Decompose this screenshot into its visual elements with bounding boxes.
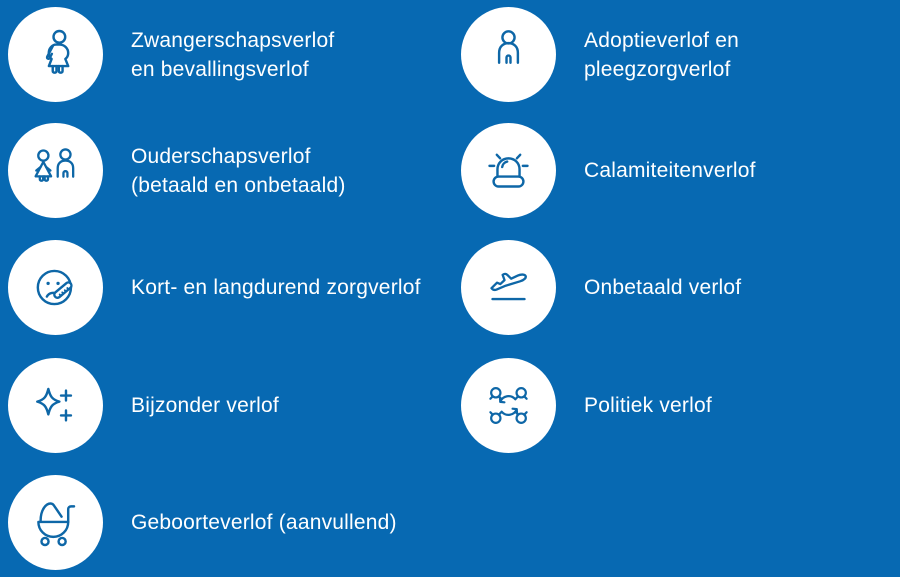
two-children-icon <box>8 123 103 218</box>
item-label: Geboorteverlof (aanvullend) <box>131 511 397 534</box>
item-calamiteitenverlof: Calamiteitenverlof <box>461 123 756 218</box>
sparkle-plus-icon <box>8 358 103 453</box>
item-label: Onbetaald verlof <box>584 276 742 299</box>
item-label: Calamiteitenverlof <box>584 159 756 182</box>
item-onbetaald-verlof: Onbetaald verlof <box>461 240 741 335</box>
item-zorgverlof: Kort- en langdurend zorgverlof <box>8 240 421 335</box>
sick-face-icon <box>8 240 103 335</box>
item-label: Kort- en langdurend zorgverlof <box>131 276 421 299</box>
item-politiek-verlof: Politiek verlof <box>461 358 712 453</box>
item-label: Bijzonder verlof <box>131 394 279 417</box>
item-zwangerschapsverlof: Zwangerschapsverlof en bevallingsverlof <box>8 7 334 102</box>
airplane-takeoff-icon <box>461 240 556 335</box>
item-label: Politiek verlof <box>584 394 712 417</box>
network-cycle-icon <box>461 358 556 453</box>
item-label: Adoptieverlof en pleegzorgverlof <box>584 28 739 81</box>
item-geboorteverlof: Geboorteverlof (aanvullend) <box>8 475 397 570</box>
item-bijzonder-verlof: Bijzonder verlof <box>8 358 279 453</box>
item-label: Ouderschapsverlof (betaald en onbetaald) <box>131 144 346 197</box>
item-ouderschapsverlof: Ouderschapsverlof (betaald en onbetaald) <box>8 123 346 218</box>
standing-child-icon <box>461 7 556 102</box>
pregnant-woman-icon <box>8 7 103 102</box>
item-label: Zwangerschapsverlof en bevallingsverlof <box>131 28 335 81</box>
baby-carriage-icon <box>8 475 103 570</box>
item-adoptieverlof: Adoptieverlof en pleegzorgverlof <box>461 7 739 102</box>
siren-icon <box>461 123 556 218</box>
